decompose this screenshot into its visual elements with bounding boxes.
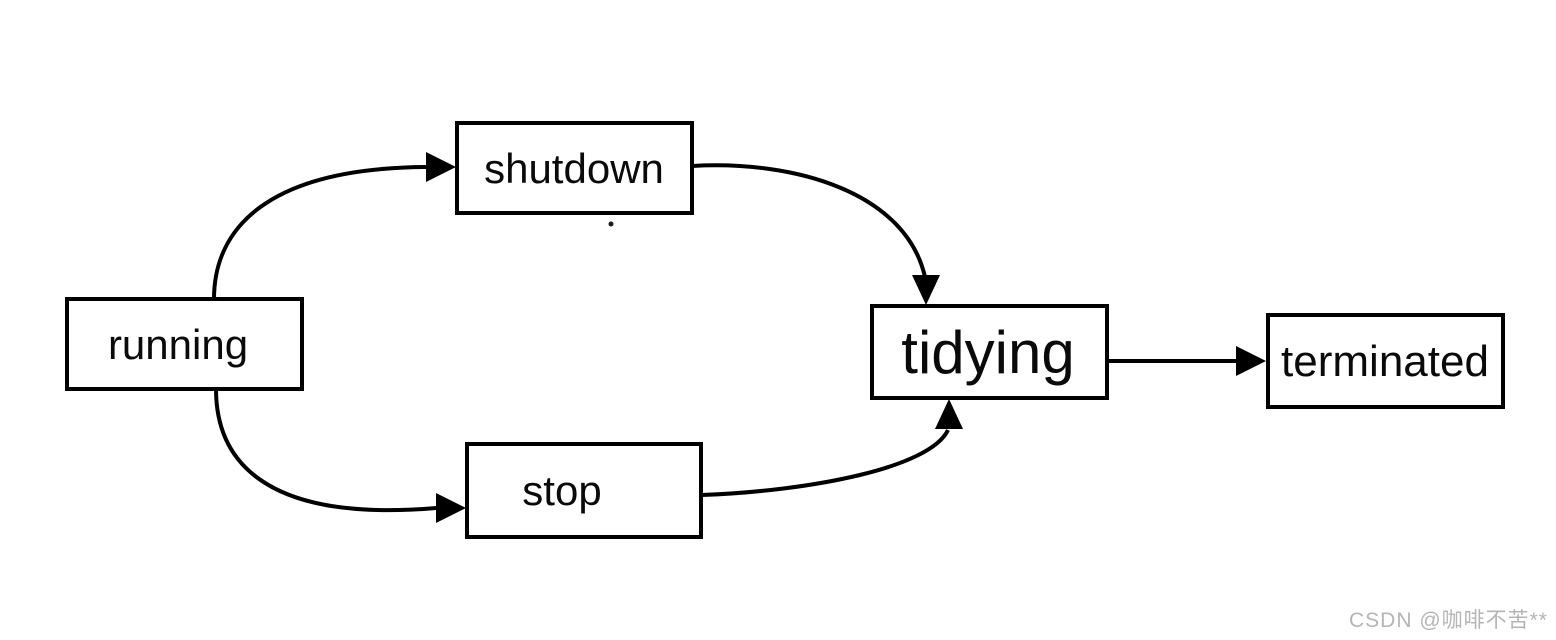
stray-dot xyxy=(608,221,614,227)
node-stop: stop xyxy=(465,442,703,539)
arrowhead-into-stop-icon xyxy=(436,493,466,523)
node-terminated-label: terminated xyxy=(1281,337,1489,386)
node-stop-label: stop xyxy=(522,467,601,514)
arrowhead-into-shutdown-icon xyxy=(426,152,456,182)
node-shutdown: shutdown xyxy=(455,121,694,215)
node-running: running xyxy=(65,297,304,391)
arrowhead-into-terminated-icon xyxy=(1236,346,1266,376)
arrowhead-into-tidying-top-icon xyxy=(912,275,940,305)
node-tidying-label: tidying xyxy=(901,319,1074,386)
edge-shutdown-to-tidying xyxy=(691,163,940,305)
edge-running-to-stop-line xyxy=(214,388,437,513)
node-tidying-box xyxy=(870,304,1109,400)
arrowhead-into-tidying-bottom-icon xyxy=(935,399,963,429)
edge-running-to-stop xyxy=(214,388,466,523)
edge-shutdown-to-tidying-line xyxy=(691,163,927,278)
node-tidying: tidying xyxy=(870,304,1109,400)
node-shutdown-label: shutdown xyxy=(484,145,664,192)
node-running-box xyxy=(65,297,304,391)
edge-tidying-to-terminated xyxy=(1108,346,1266,376)
node-shutdown-box xyxy=(455,121,694,215)
edge-stop-to-tidying-line xyxy=(701,429,950,497)
node-terminated-box xyxy=(1266,313,1505,409)
watermark: CSDN @咖啡不苦** xyxy=(1349,609,1548,632)
node-terminated: terminated xyxy=(1266,313,1505,409)
edge-stop-to-tidying xyxy=(701,399,963,497)
edge-running-to-shutdown xyxy=(212,152,456,300)
node-running-label: running xyxy=(108,321,248,368)
edge-running-to-shutdown-line xyxy=(212,165,427,300)
node-stop-box xyxy=(465,442,703,539)
